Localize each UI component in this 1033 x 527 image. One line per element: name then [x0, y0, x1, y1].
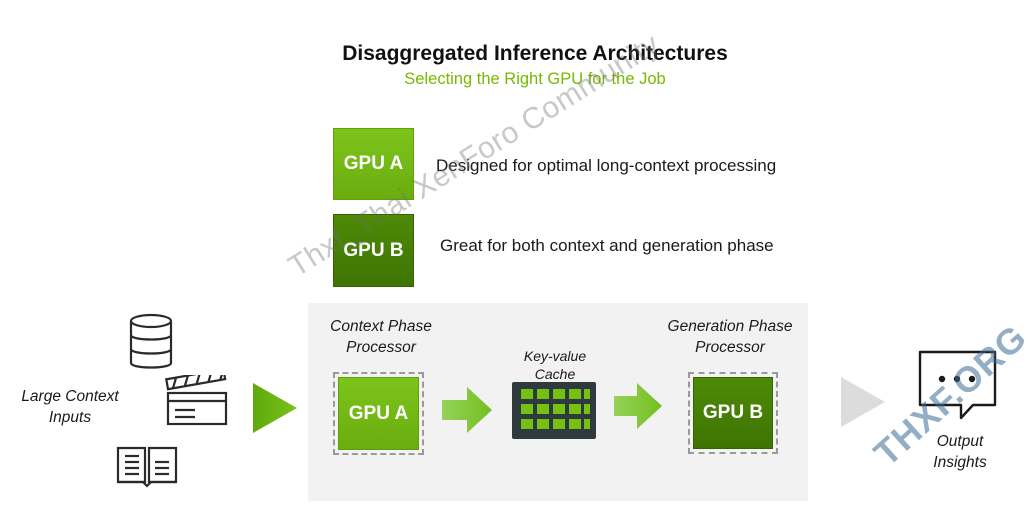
inputs-label-line1: Large Context	[21, 388, 119, 405]
context-to-cache-arrow	[442, 387, 492, 433]
legend-gpu-b-box: GPU B	[333, 214, 414, 287]
diagram-title: Disaggregated Inference Architectures	[342, 42, 728, 65]
database-icon	[129, 313, 173, 369]
clapperboard-icon	[165, 375, 228, 426]
output-label: Output Insights	[910, 431, 1010, 473]
open-book-icon	[116, 446, 178, 488]
kv-cache-line1: Key-value	[523, 348, 587, 364]
inputs-label: Large Context Inputs	[5, 386, 135, 428]
context-phase-line1: Context Phase	[330, 318, 432, 335]
context-gpu-frame	[333, 372, 424, 455]
context-gpu-a-box: GPU A	[338, 377, 419, 450]
chat-bubble-icon	[918, 350, 997, 420]
cache-to-generation-arrow	[614, 383, 662, 429]
inputs-label-line2: Inputs	[48, 409, 92, 426]
output-arrow	[841, 377, 885, 427]
input-arrow	[253, 383, 297, 433]
context-phase-label: Context Phase Processor	[316, 316, 446, 358]
output-label-line1: Output	[936, 433, 984, 450]
kv-cache-grid-icon	[512, 382, 596, 439]
kv-cache-label: Key-value Cache	[500, 347, 610, 383]
generation-gpu-b-box: GPU B	[693, 377, 773, 449]
legend-gpu-b-description: Great for both context and generation ph…	[440, 236, 774, 255]
legend-gpu-a-description: Designed for optimal long-context proces…	[436, 156, 777, 175]
generation-gpu-frame	[688, 372, 778, 454]
context-phase-line2: Processor	[346, 339, 416, 356]
generation-phase-line1: Generation Phase	[667, 318, 793, 335]
kv-cache-line2: Cache	[534, 366, 576, 382]
diagram-subtitle: Selecting the Right GPU for the Job	[404, 70, 666, 88]
generation-phase-line2: Processor	[695, 339, 765, 356]
generation-phase-label: Generation Phase Processor	[650, 316, 810, 358]
legend-gpu-a-box: GPU A	[333, 128, 414, 200]
output-label-line2: Insights	[933, 454, 987, 471]
